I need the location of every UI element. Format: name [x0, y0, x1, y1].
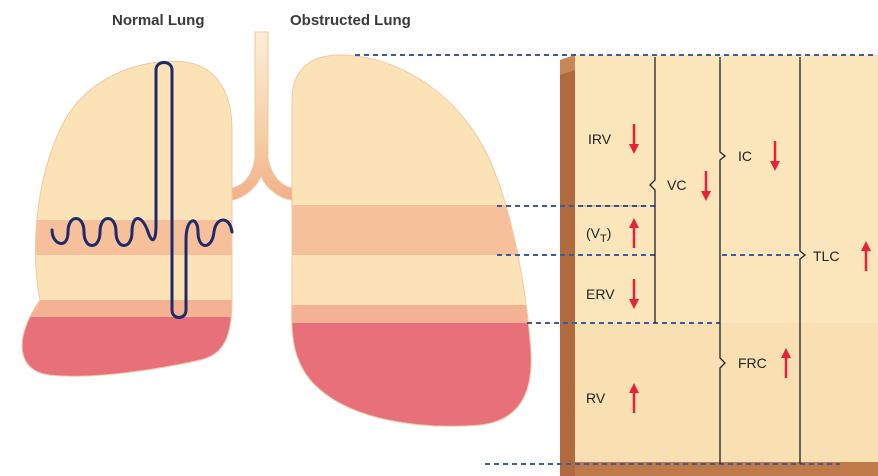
label-ic: IC: [738, 148, 752, 164]
normal-lung: [0, 40, 260, 397]
lung-volume-box: [560, 55, 878, 476]
trachea: [232, 32, 292, 200]
label-irv: IRV: [588, 131, 612, 147]
label-erv: ERV: [586, 286, 615, 302]
label-rv: RV: [586, 390, 606, 406]
label-vc: VC: [667, 177, 686, 193]
label-frc: FRC: [738, 355, 767, 371]
label-tlc: TLC: [813, 248, 839, 264]
obstructed-lung: [270, 40, 550, 443]
